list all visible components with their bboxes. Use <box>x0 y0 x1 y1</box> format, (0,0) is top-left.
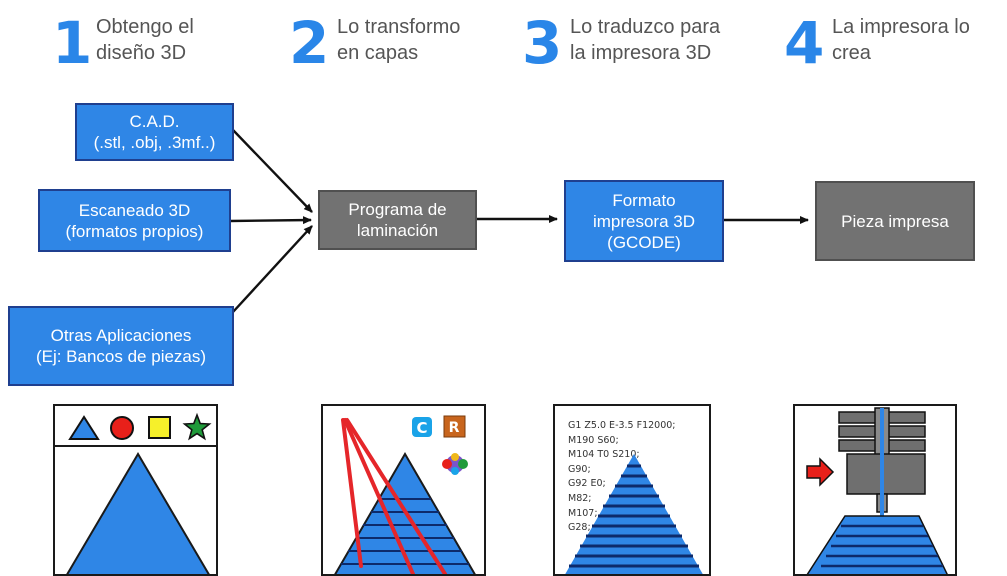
step-1: 1 Obtengo el diseño 3D <box>52 8 242 78</box>
gcode-line: M82; <box>568 492 592 504</box>
gcode-drawing <box>565 454 703 574</box>
step-number: 2 <box>289 9 330 77</box>
arrow-scan-to-slicer <box>229 216 312 225</box>
extruder-arrow-icon <box>806 457 835 487</box>
gcode-line: M104 T0 S210; <box>568 449 640 461</box>
gcode-line: G1 Z5.0 E-3.5 F12000; <box>568 420 676 431</box>
step-2: 2 Lo transformo en capas <box>289 8 504 78</box>
arrow-cad-to-slicer <box>232 129 313 213</box>
printer-drawing <box>806 407 948 574</box>
slic3r-icon <box>442 453 468 475</box>
gcode-line: M107; <box>568 507 598 519</box>
step-label: La impresora lo crea <box>832 16 970 64</box>
printer-illustration <box>793 404 957 576</box>
design-illustration <box>53 404 218 576</box>
cura-icon <box>412 417 432 437</box>
svg-text:R: R <box>449 420 460 436</box>
svg-text:C: C <box>416 419 427 437</box>
step-3: 3 Lo traduzco para la impresora 3D <box>522 8 762 78</box>
gcode-illustration: G1 Z5.0 E-3.5 F12000; M190 S60; M104 T0 S2… <box>553 404 711 576</box>
slicer-box: Programa de laminación <box>318 190 477 250</box>
printed-part-box: Pieza impresa <box>815 181 975 261</box>
flow-arrows <box>229 129 809 313</box>
step-number: 1 <box>52 9 93 77</box>
circle-icon <box>110 416 134 440</box>
step-label: Obtengo el diseño 3D <box>96 16 194 64</box>
filament <box>880 408 884 524</box>
slicing-drawing: C R <box>334 415 476 574</box>
gcode-line: G28; <box>568 522 591 534</box>
step-label: Lo transformo en capas <box>337 16 461 64</box>
source-scan-box: Escaneado 3D (formatos propios) <box>38 189 231 252</box>
step-label: Lo traduzco para la impresora 3D <box>570 16 721 64</box>
gcode-format-box: Formato impresora 3D (GCODE) <box>564 180 724 262</box>
slicing-illustration: C R <box>321 404 486 576</box>
star-icon <box>182 412 212 441</box>
step-4: 4 La impresora lo crea <box>784 8 1007 78</box>
pyramid-model <box>66 452 210 574</box>
square-icon <box>148 416 171 439</box>
gcode-listing: G1 Z5.0 E-3.5 F12000; M190 S60; M104 T0 S2… <box>568 419 676 536</box>
step-number: 4 <box>784 9 825 77</box>
arrow-other-to-slicer <box>232 225 313 313</box>
design-drawing <box>55 412 216 574</box>
triangle-icon <box>68 415 100 440</box>
source-other-box: Otras Aplicaciones (Ej: Bancos de piezas… <box>8 306 234 386</box>
repetier-icon <box>443 415 466 438</box>
gcode-line: G90; <box>568 463 591 475</box>
gcode-line: G92 E0; <box>568 478 606 490</box>
source-cad-box: C.A.D. (.stl, .obj, .3mf..) <box>75 103 234 161</box>
gcode-line: M190 S60; <box>568 434 619 446</box>
step-number: 3 <box>522 9 563 77</box>
